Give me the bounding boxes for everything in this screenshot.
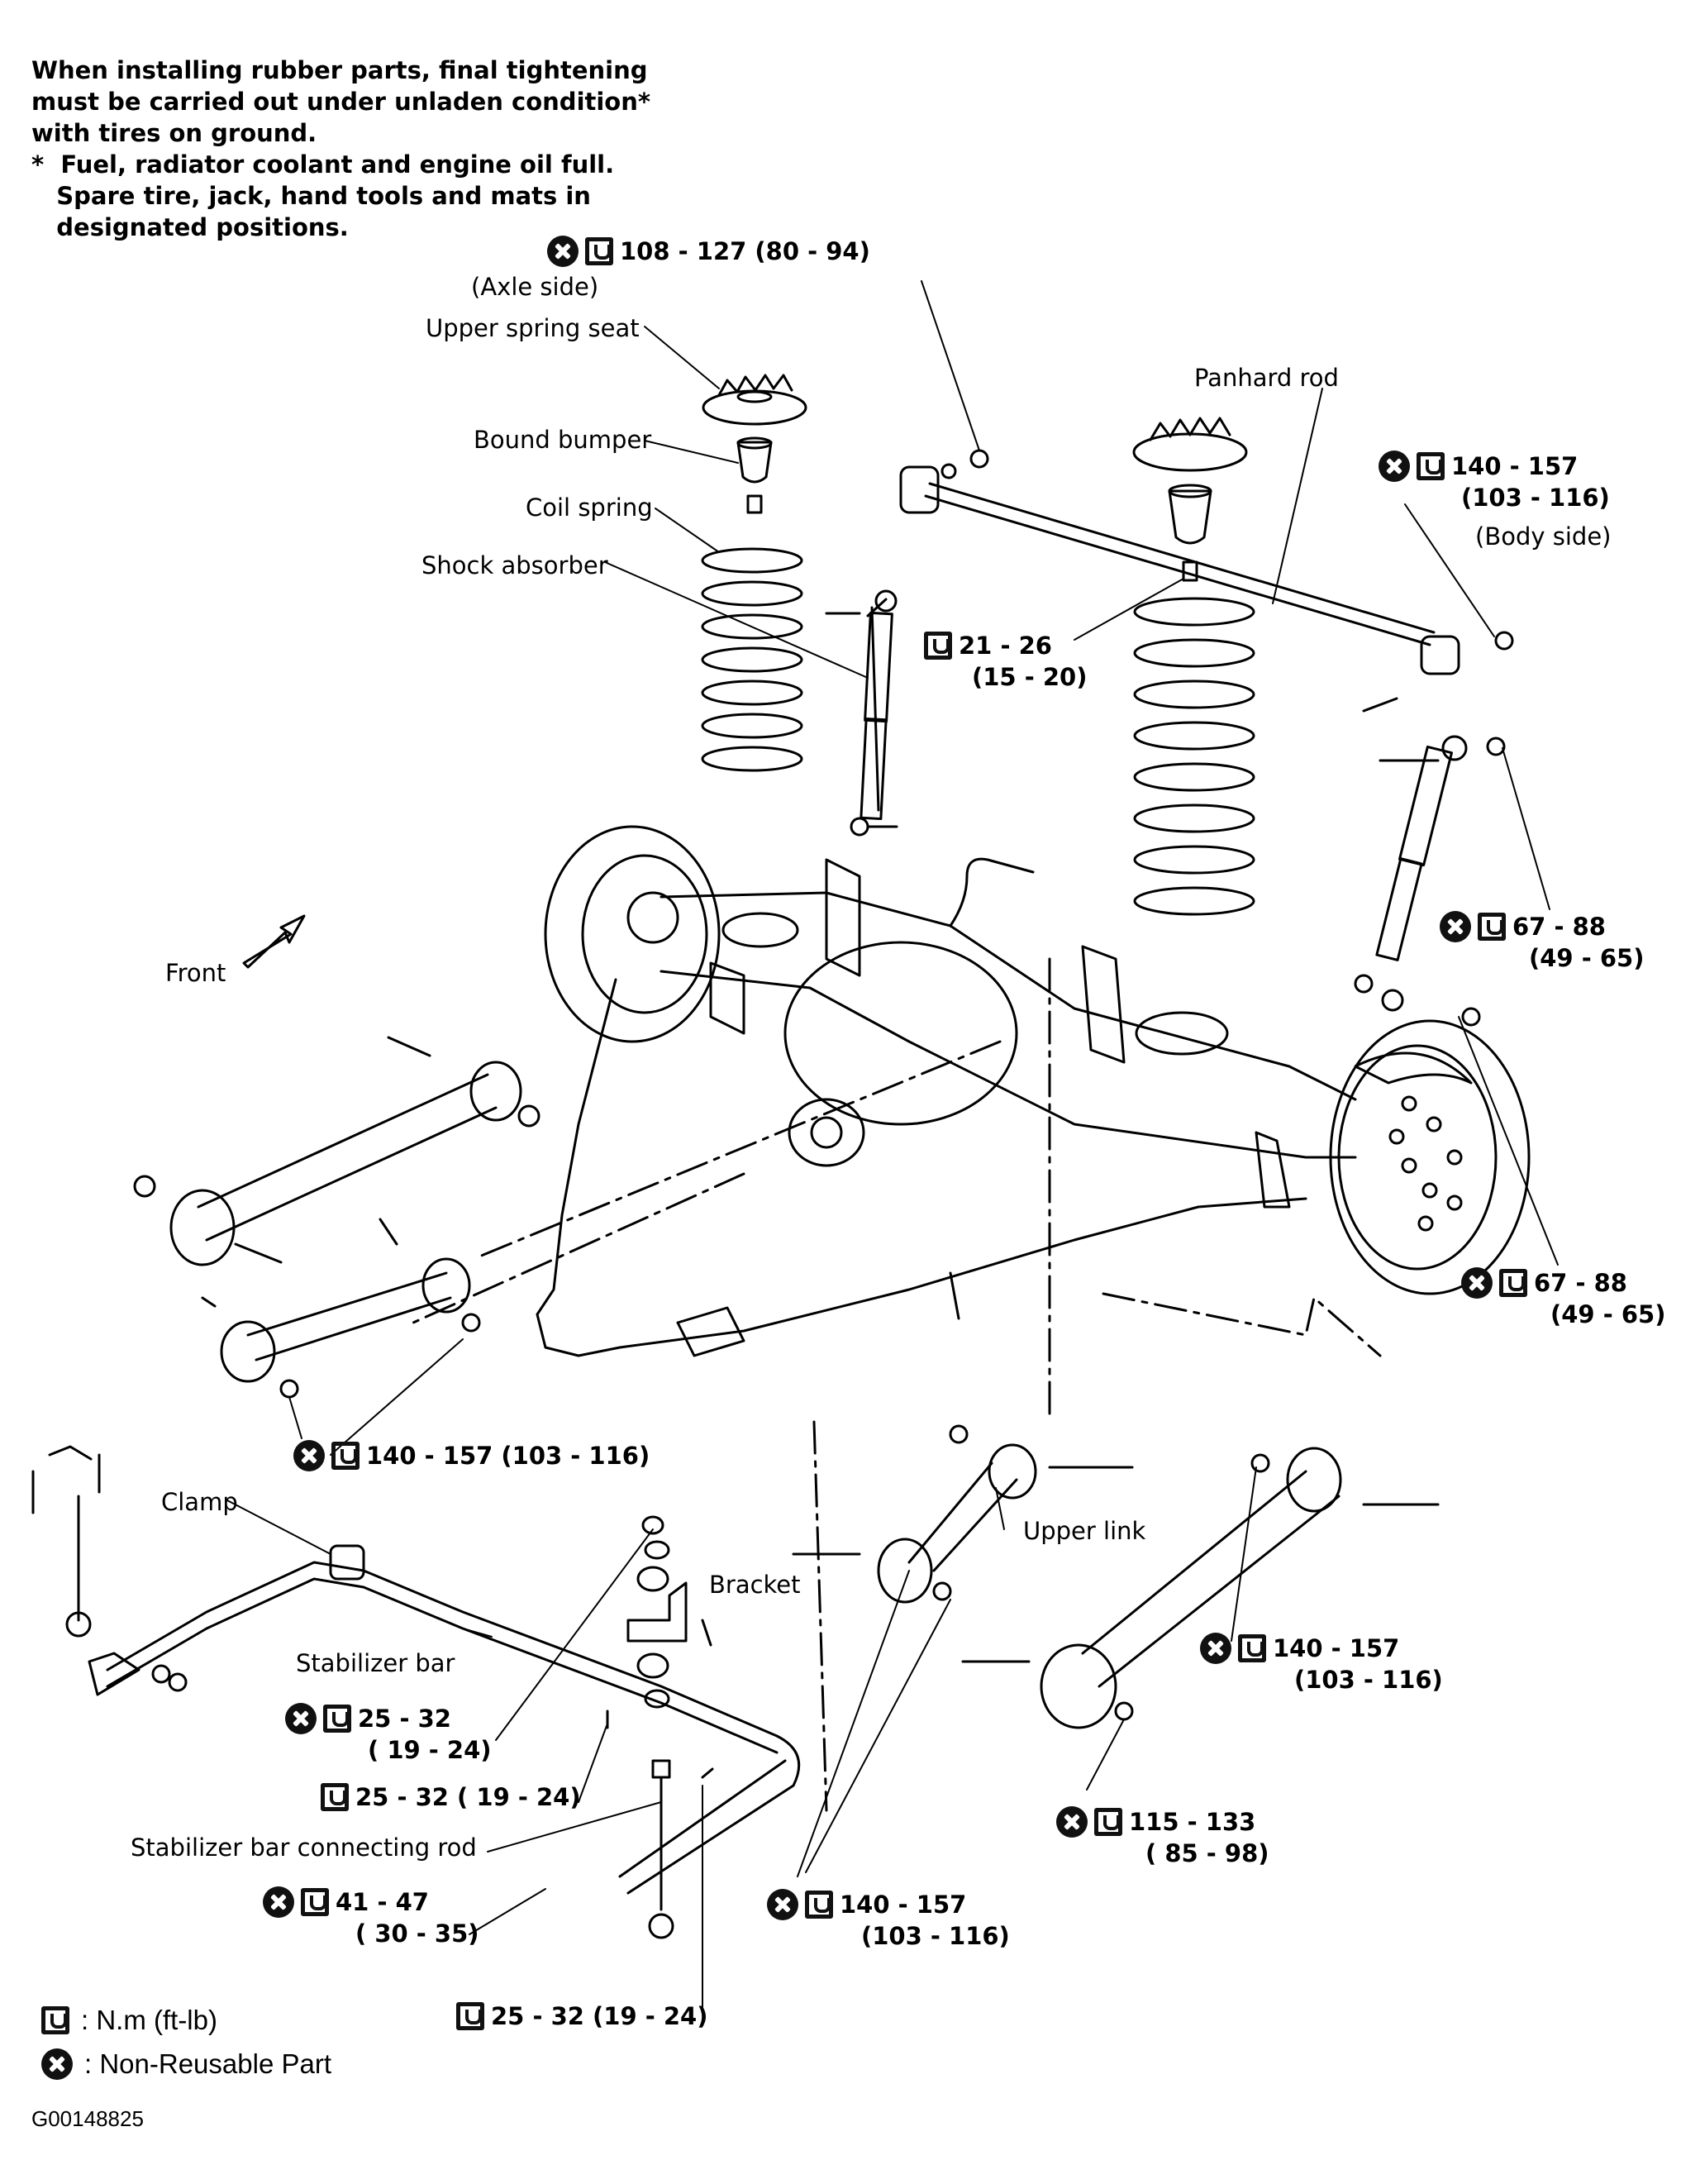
non-reusable-icon <box>263 1886 294 1918</box>
torque-wrench-icon <box>323 1705 351 1733</box>
axle-housing <box>544 825 1357 1209</box>
torque-spec-bracket-bolt: 25 - 32 ( 19 - 24) <box>321 1781 581 1813</box>
brake-drum-right <box>1329 1019 1531 1295</box>
non-reusable-icon <box>1056 1806 1088 1838</box>
shock-absorber-right <box>1354 697 1506 1027</box>
stabilizer-connecting-rod-left <box>31 1445 101 1638</box>
label-shock-absorber: Shock absorber <box>421 551 608 579</box>
bound-bumper-right <box>1168 484 1212 582</box>
bound-bumper-left <box>736 436 773 514</box>
label-stabilizer-connecting-rod: Stabilizer bar connecting rod <box>131 1834 477 1862</box>
front-arrow-icon <box>242 914 306 969</box>
upper-link-left <box>201 1218 481 1399</box>
non-reusable-icon <box>767 1889 798 1920</box>
torque-wrench-icon <box>301 1888 329 1916</box>
leader-lines <box>226 280 1559 2010</box>
label-bracket: Bracket <box>709 1571 801 1599</box>
non-reusable-icon <box>1461 1267 1493 1299</box>
torque-wrench-icon <box>1499 1269 1527 1297</box>
torque-spec-upper-link-right: 140 - 157 (103 - 116) <box>767 1889 1010 1952</box>
stabilizer-bracket <box>606 1515 712 1729</box>
non-reusable-icon <box>285 1703 317 1734</box>
label-bound-bumper: Bound bumper <box>474 426 652 454</box>
label-stabilizer-bar: Stabilizer bar <box>296 1649 455 1677</box>
label-panhard-rod: Panhard rod <box>1194 364 1339 392</box>
label-body-side: (Body side) <box>1475 522 1612 551</box>
panhard-rod <box>899 449 1514 675</box>
label-clamp: Clamp <box>161 1488 238 1516</box>
legend-non-reusable: : Non-Reusable Part <box>41 2048 331 2080</box>
installation-note: When installing rubber parts, final tigh… <box>31 56 651 241</box>
shock-absorber-left <box>825 589 898 837</box>
coil-spring-right <box>1133 597 1255 916</box>
label-front: Front <box>165 959 226 987</box>
non-reusable-icon <box>293 1440 325 1471</box>
parking-brake-cable <box>536 978 1307 1357</box>
torque-wrench-icon <box>456 2002 484 2030</box>
torque-wrench-icon <box>1094 1808 1122 1836</box>
torque-spec-panhard-body: 140 - 157 (103 - 116) <box>1379 451 1610 513</box>
torque-wrench-icon <box>41 2006 69 2034</box>
torque-spec-shock-right-upper: 67 - 88 (49 - 65) <box>1440 911 1644 974</box>
non-reusable-icon <box>1440 911 1471 942</box>
torque-wrench-icon <box>321 1783 349 1811</box>
non-reusable-icon <box>41 2048 73 2080</box>
non-reusable-icon <box>1200 1633 1231 1664</box>
assembly-centre-lines <box>412 957 1382 1812</box>
label-upper-link: Upper link <box>1023 1517 1146 1545</box>
torque-wrench-icon <box>1478 913 1506 941</box>
lower-link-right <box>961 1447 1440 1729</box>
label-upper-spring-seat: Upper spring seat <box>426 314 640 342</box>
torque-spec-shock-upper: 21 - 26 (15 - 20) <box>924 630 1087 693</box>
lower-link-left <box>133 1036 540 1266</box>
torque-spec-lower-link-right: 140 - 157 (103 - 116) <box>1200 1633 1443 1695</box>
torque-spec-shock-right-lower: 67 - 88 (49 - 65) <box>1461 1267 1665 1330</box>
legend-torque: : N.m (ft-lb) <box>41 2005 217 2036</box>
figure-code: G00148825 <box>31 2106 144 2131</box>
torque-wrench-icon <box>331 1442 360 1470</box>
torque-wrench-icon <box>1238 1634 1266 1662</box>
torque-spec-spring-seat: 108 - 127 (80 - 94) <box>547 236 870 267</box>
torque-wrench-icon <box>585 237 613 265</box>
upper-spring-seat-right <box>1132 417 1248 472</box>
non-reusable-icon <box>1379 451 1410 482</box>
torque-wrench-icon <box>924 632 952 660</box>
label-axle-side: (Axle side) <box>471 273 599 301</box>
torque-spec-bracket-nut: 25 - 32 ( 19 - 24) <box>285 1703 492 1766</box>
label-coil-spring: Coil spring <box>526 494 653 522</box>
torque-spec-connecting-rod-bolt: 25 - 32 (19 - 24) <box>456 2000 708 2032</box>
non-reusable-icon <box>547 236 579 267</box>
stabilizer-connecting-rod-right <box>648 1759 714 1939</box>
torque-spec-lower-link-nut: 115 - 133 ( 85 - 98) <box>1056 1806 1269 1869</box>
torque-wrench-icon <box>1417 452 1445 480</box>
upper-link-right <box>792 1424 1134 1604</box>
torque-spec-connecting-rod-nut: 41 - 47 ( 30 - 35) <box>263 1886 479 1949</box>
torque-wrench-icon <box>805 1891 833 1919</box>
coil-spring-left <box>701 547 803 772</box>
upper-spring-seat-left <box>702 374 807 426</box>
torque-spec-left-links: 140 - 157 (103 - 116) <box>293 1440 650 1471</box>
